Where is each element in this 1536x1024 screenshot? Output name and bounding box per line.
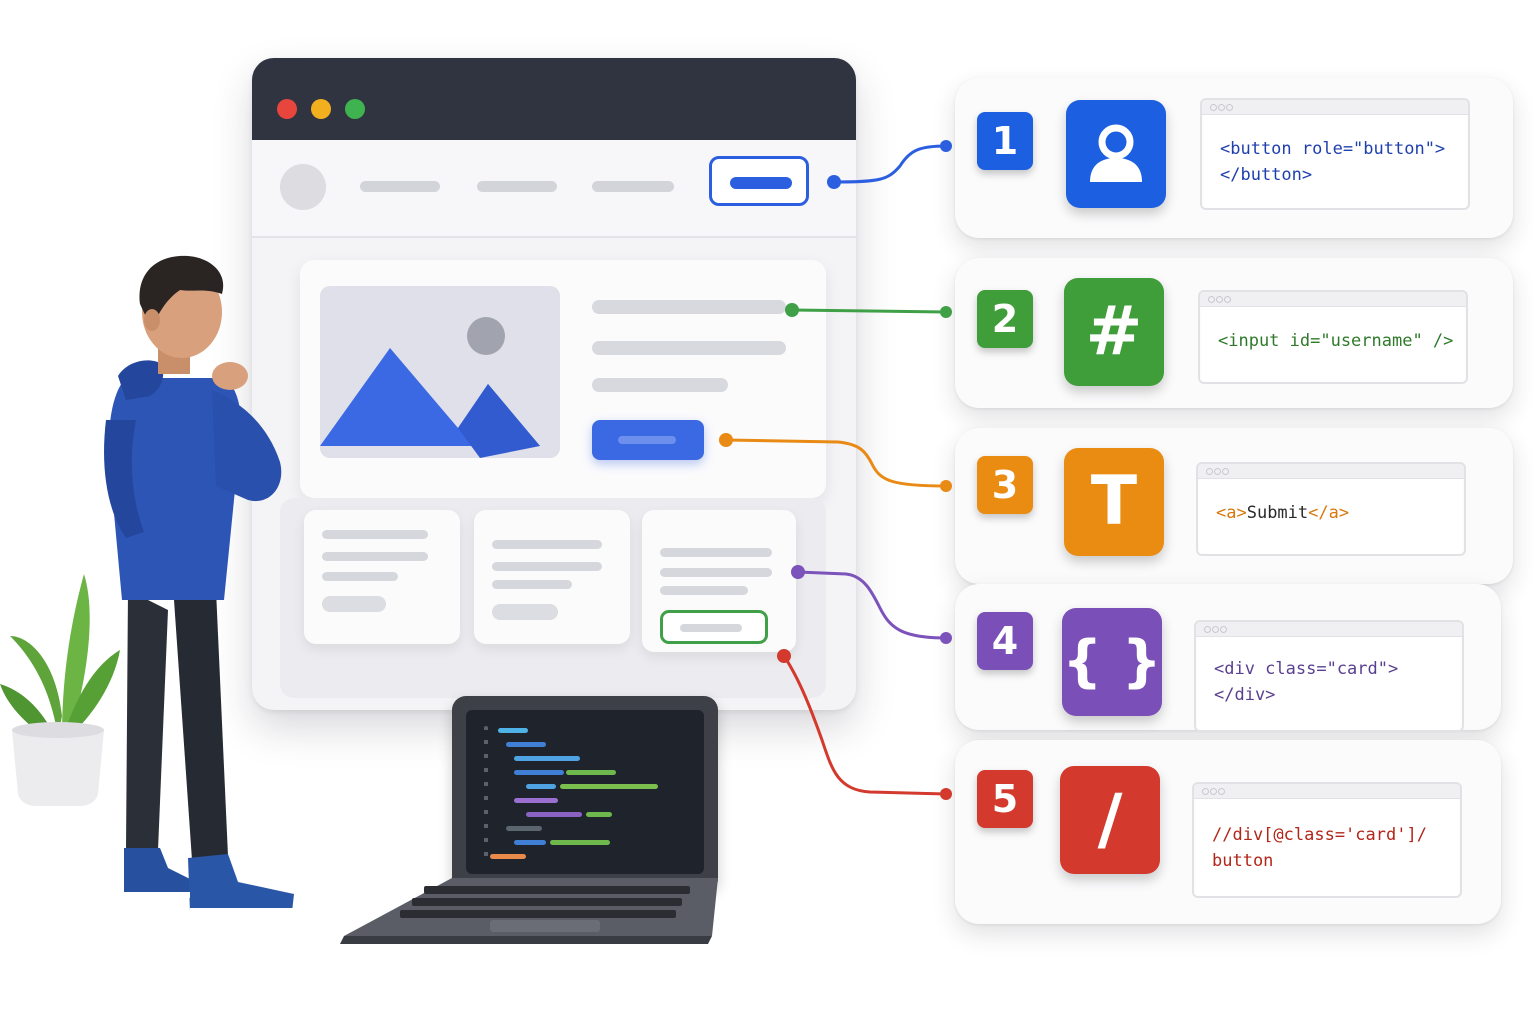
close-window-button[interactable] [277, 99, 297, 119]
card-text-line [322, 530, 428, 539]
text-placeholder-line [592, 300, 786, 314]
code-text: <div class="card"> </div> [1214, 659, 1399, 705]
laptop-keyboard [340, 878, 718, 944]
card-pill-placeholder [492, 604, 558, 620]
browser-window [252, 58, 856, 710]
user-icon [1066, 100, 1166, 208]
card-text-line [660, 586, 748, 595]
plant-illustration [0, 574, 120, 806]
code-snippet-5: //div[@class='card']/ button [1192, 782, 1462, 898]
step-badge-3: 3 [977, 456, 1033, 514]
line-numbers [484, 726, 488, 866]
avatar[interactable] [280, 164, 326, 210]
code-snippet-2: <input id="username" /> [1198, 290, 1468, 384]
card-text-line [492, 580, 572, 589]
card-text-line [660, 568, 772, 577]
content-card-2 [474, 510, 630, 644]
step-badge-2: 2 [977, 290, 1033, 348]
laptop-code-screen [466, 710, 704, 874]
nav-button-label-placeholder [730, 177, 792, 189]
card-text-line [492, 562, 602, 571]
card-pill-placeholder [322, 596, 386, 612]
step-badge-4: 4 [977, 612, 1033, 670]
code-snippet-1: <button role="button"> </button> [1200, 98, 1470, 210]
text-placeholder-line [592, 341, 786, 355]
card-button-label-placeholder [680, 624, 742, 632]
code-text: //div[@class='card']/ button [1212, 825, 1427, 871]
minimize-window-button[interactable] [311, 99, 331, 119]
slash-icon: / [1060, 766, 1160, 874]
highlighted-nav-button[interactable] [709, 156, 809, 206]
nav-link-2[interactable] [477, 181, 557, 192]
step-badge-1: 1 [977, 112, 1033, 170]
card-text-line [660, 548, 772, 557]
person-illustration [104, 255, 294, 916]
code-text: <input id="username" /> [1218, 331, 1454, 351]
code-snippet-3: <a>Submit</a> [1196, 462, 1466, 556]
code-text: <a>Submit</a> [1216, 503, 1350, 523]
hero-cta-label-placeholder [618, 436, 676, 444]
maximize-window-button[interactable] [345, 99, 365, 119]
code-snippet-4: <div class="card"> </div> [1194, 620, 1464, 732]
card-text-line [322, 572, 398, 581]
nav-link-3[interactable] [592, 181, 674, 192]
hash-icon: # [1064, 278, 1164, 386]
text-placeholder-line [592, 378, 728, 392]
nav-link-1[interactable] [360, 181, 440, 192]
step-badge-5: 5 [977, 770, 1033, 828]
image-icon [320, 317, 540, 458]
braces-icon: { } [1062, 608, 1162, 716]
browser-titlebar [252, 58, 856, 140]
text-icon: T [1064, 448, 1164, 556]
image-placeholder [320, 286, 560, 458]
code-text: <button role="button"> </button> [1220, 139, 1446, 185]
card-text-line [322, 552, 428, 561]
card-text-line [492, 540, 602, 549]
